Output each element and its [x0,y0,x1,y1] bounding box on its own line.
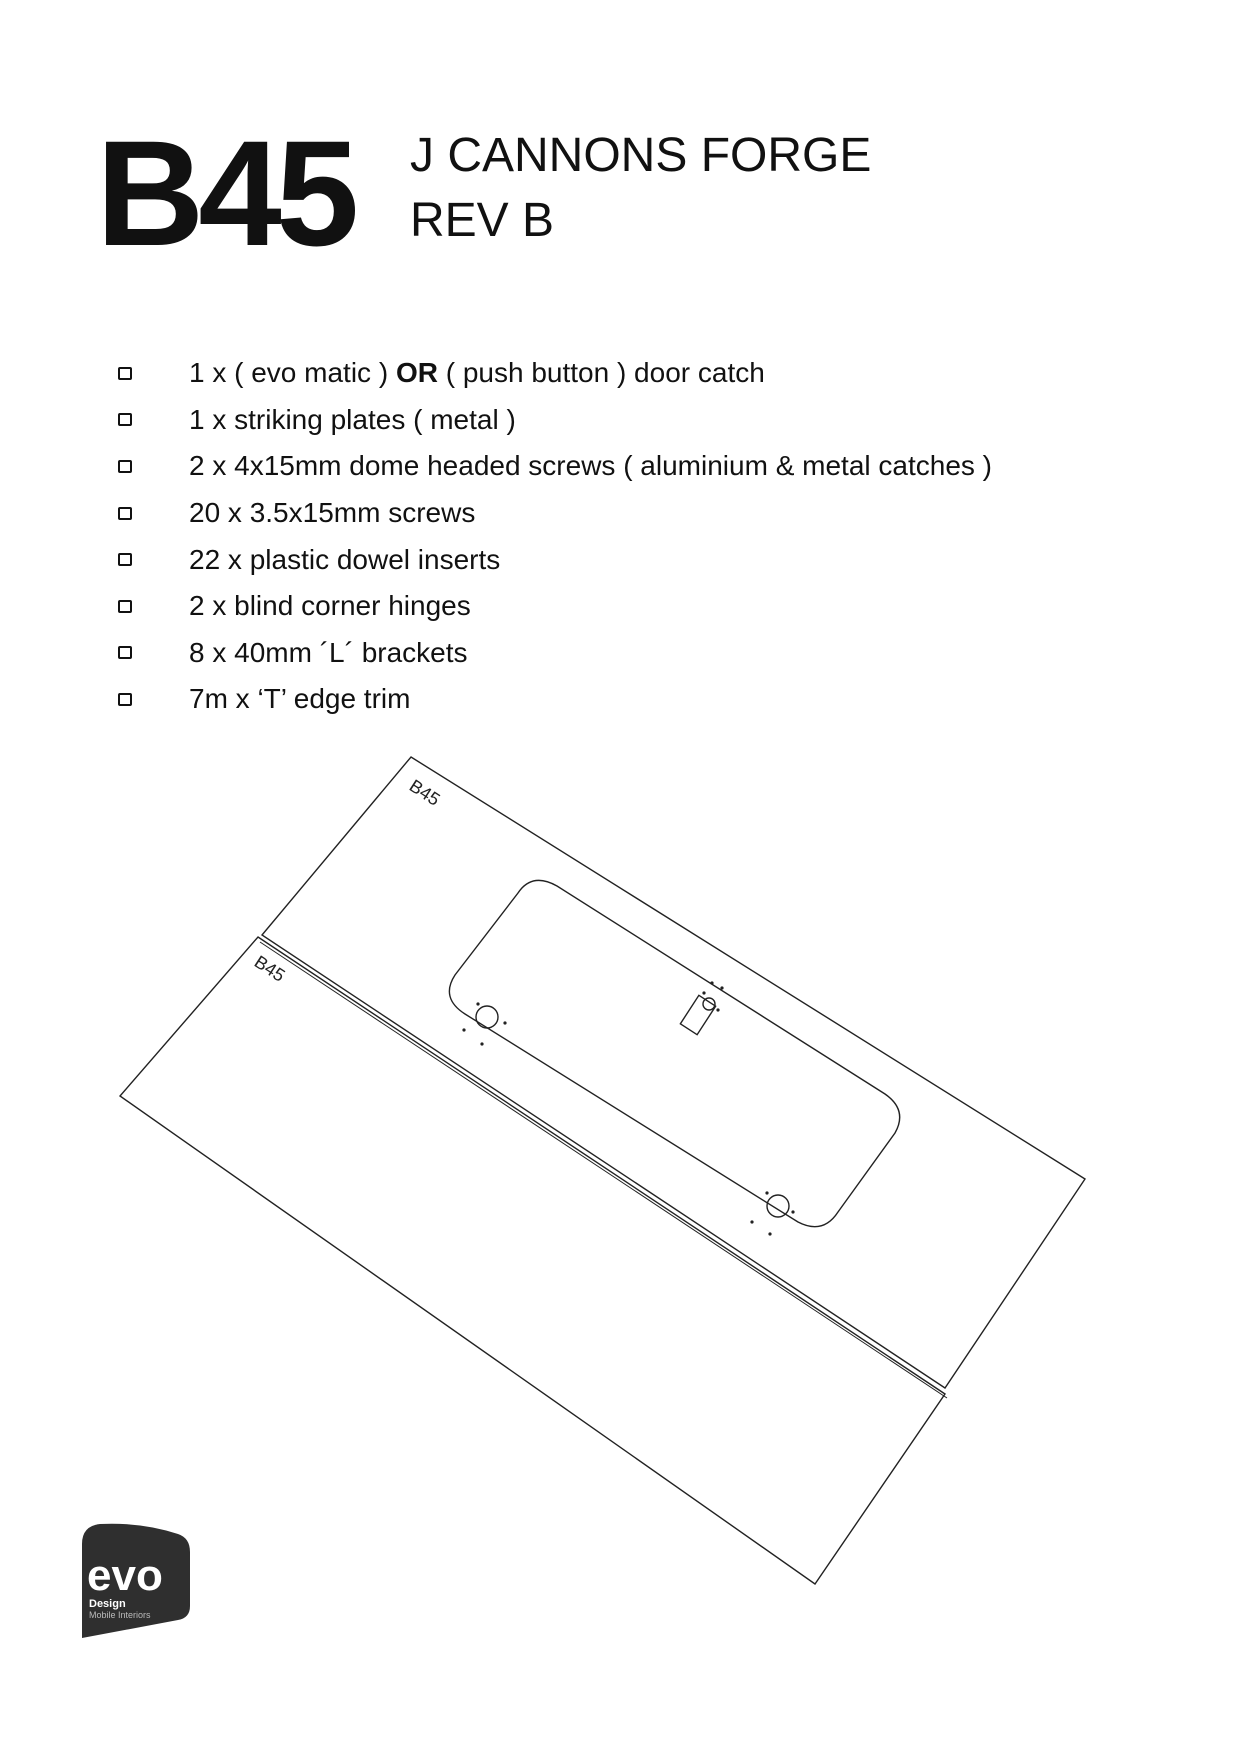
parts-checklist: 1 x ( evo matic ) OR ( push button ) doo… [118,350,992,723]
title-line-2: REV B [410,193,555,247]
checklist-item: 7m x ‘T’ edge trim [118,676,992,723]
hinge-hole-right [766,1194,790,1218]
checkbox-icon[interactable] [118,553,132,567]
evo-logo: evo Design Mobile Interiors [82,1523,190,1638]
hinge-hole-left [475,1005,499,1029]
checkbox-icon[interactable] [118,599,132,613]
lower-panel-label: B45 [251,952,289,986]
checkbox-icon[interactable] [118,366,132,380]
logo-line-2: Mobile Interiors [89,1610,151,1620]
logo-line-1: Design [89,1598,126,1610]
checklist-item: 20 x 3.5x15mm screws [118,490,992,537]
checklist-item: 8 x 40mm ´L´ brackets [118,630,992,677]
checklist-item-text: 7m x ‘T’ edge trim [189,683,411,715]
catch-plate [679,994,717,1036]
checklist-item-text: 1 x ( evo matic ) OR ( push button ) doo… [189,357,765,389]
title-line-1: J CANNONS FORGE [410,129,872,182]
checklist-item: 1 x ( evo matic ) OR ( push button ) doo… [118,350,992,397]
checklist-item: 22 x plastic dowel inserts [118,536,992,583]
checkbox-icon[interactable] [118,413,132,427]
checklist-item-text: 22 x plastic dowel inserts [189,543,501,575]
checkbox-icon[interactable] [118,506,132,520]
checklist-item: 2 x 4x15mm dome headed screws ( aluminiu… [118,443,992,490]
checklist-item-text: 2 x 4x15mm dome headed screws ( aluminiu… [189,450,992,482]
lower-panel [118,936,946,1585]
joint-line [259,941,948,1399]
checklist-item-text: 8 x 40mm ´L´ brackets [189,636,468,668]
catch-hole [702,997,716,1011]
checklist-item: 1 x striking plates ( metal ) [118,397,992,444]
checklist-item-text: 2 x blind corner hinges [189,590,471,622]
logo-brand: evo [87,1551,163,1600]
checkbox-icon[interactable] [118,646,132,660]
checkbox-icon[interactable] [118,692,132,706]
upper-panel [260,756,1086,1389]
upper-panel-label: B45 [406,776,444,810]
document-title: J CANNONS FORGE REV B [410,124,871,254]
checklist-item-text: 20 x 3.5x15mm screws [189,497,476,529]
product-code: B45 [96,109,359,277]
cutout-outline [448,879,901,1228]
checkbox-icon[interactable] [118,459,132,473]
checklist-item: 2 x blind corner hinges [118,583,992,630]
checklist-item-text: 1 x striking plates ( metal ) [189,403,516,435]
